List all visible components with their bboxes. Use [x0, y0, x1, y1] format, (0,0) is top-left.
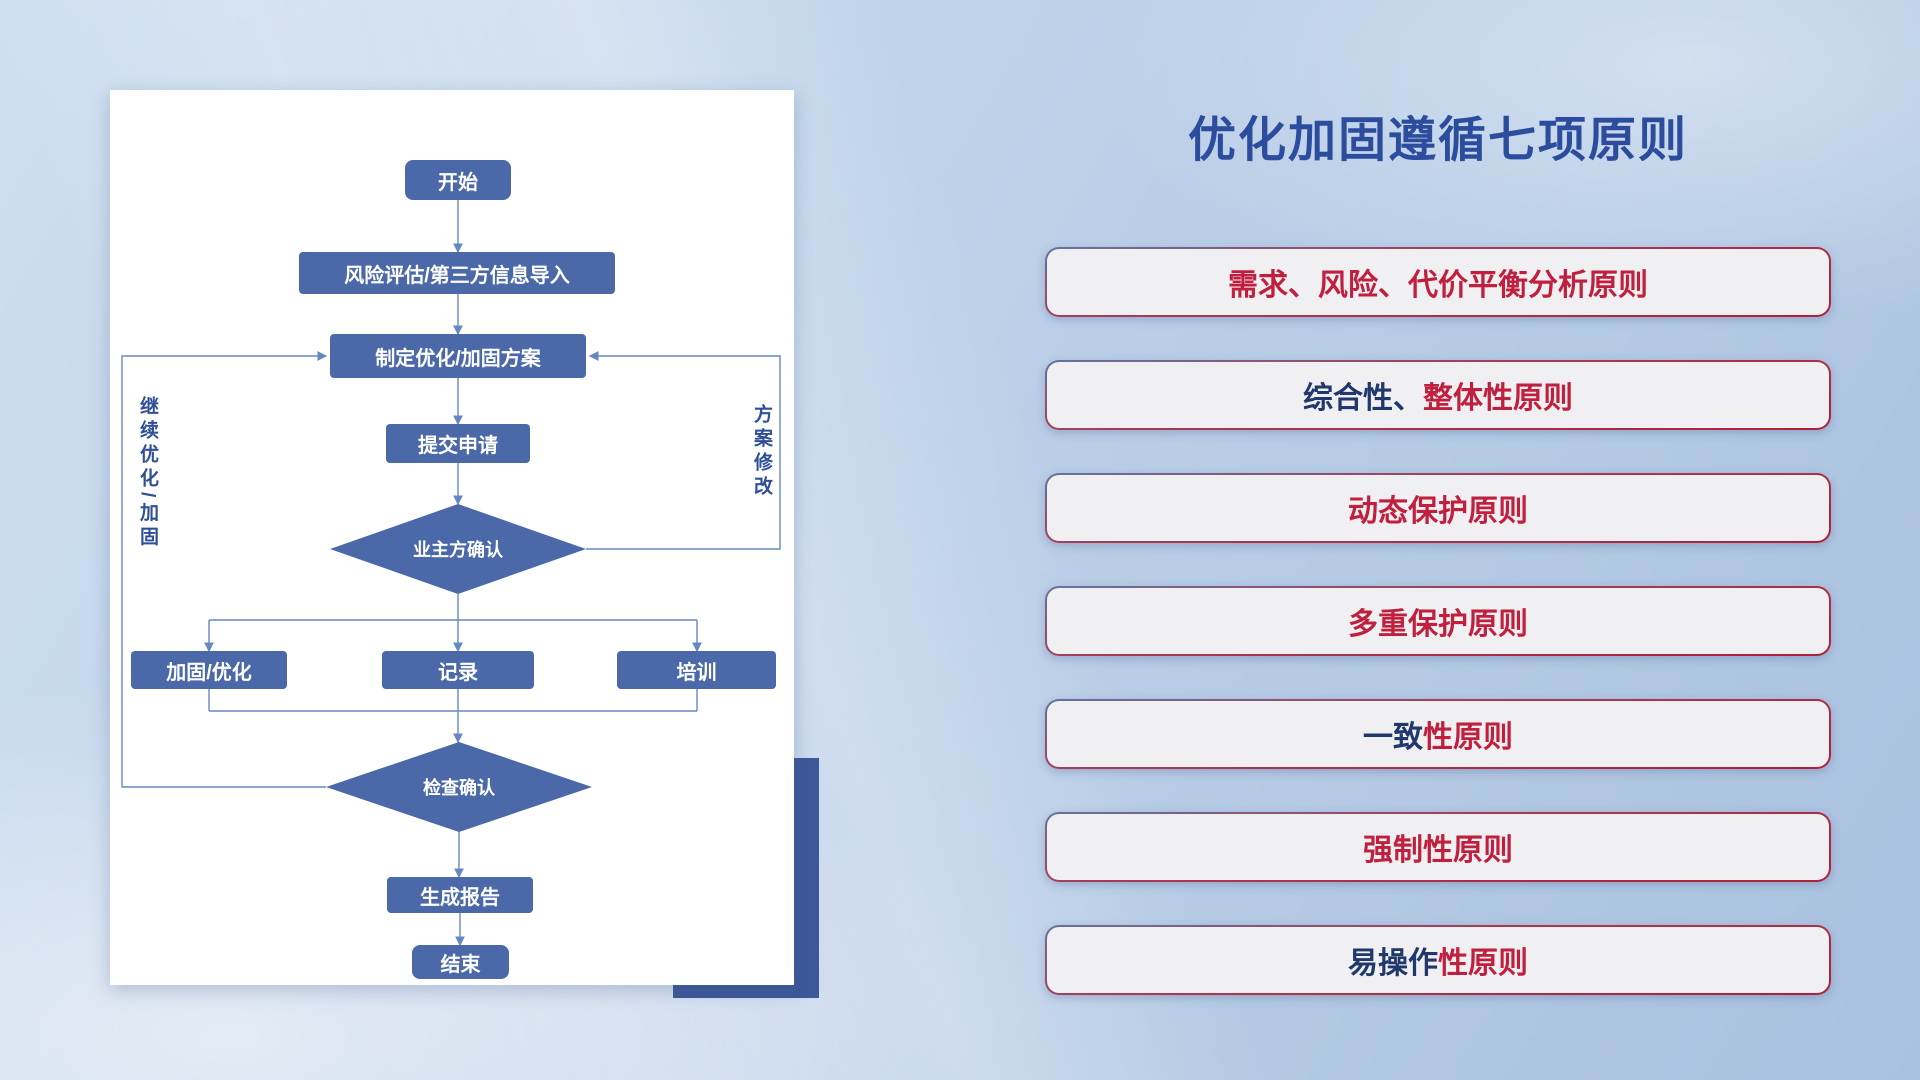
principle-text-6: 强制性原则	[1047, 814, 1829, 880]
page-title: 优化加固遵循七项原则	[1187, 114, 1688, 167]
flow-node-record: 记录	[382, 651, 534, 689]
connector-lines	[121, 200, 781, 947]
principles-list: 需求、风险、代价平衡分析原则 综合性、整体性原则 动态保护原则 多重保护原则 一…	[1045, 247, 1831, 995]
principle-5-navy-segment: 一致	[1363, 721, 1423, 754]
loop-label-continue-optimize: 继续优化/加固	[137, 396, 158, 551]
principle-box-7: 易操作性原则	[1045, 925, 1831, 995]
principle-7-navy-segment: 易操作	[1348, 947, 1438, 980]
plan-revision-loop-line	[586, 351, 781, 550]
flow-node-generate-report: 生成报告	[387, 877, 533, 913]
flowchart-card: 开始 风险评估/第三方信息导入 制定优化/加固方案 提交申请 业主方确认 加固/…	[110, 90, 794, 985]
principle-box-2: 综合性、整体性原则	[1045, 360, 1831, 430]
flow-node-risk-assessment: 风险评估/第三方信息导入	[299, 252, 615, 294]
flow-node-make-plan: 制定优化/加固方案	[330, 334, 586, 378]
principle-box-5: 一致性原则	[1045, 699, 1831, 769]
principle-text-2: 综合性、整体性原则	[1047, 362, 1829, 428]
flow-node-end: 结束	[412, 945, 509, 979]
principle-box-6: 强制性原则	[1045, 812, 1831, 882]
flowchart-connectors	[121, 200, 781, 947]
flow-node-reinforce-optimize: 加固/优化	[131, 651, 287, 689]
principle-box-3: 动态保护原则	[1045, 473, 1831, 543]
principle-3-red-segment: 动态保护原则	[1348, 495, 1528, 528]
flow-node-training: 培训	[617, 651, 776, 689]
principle-text-3: 动态保护原则	[1047, 475, 1829, 541]
flow-node-check-confirm-label: 检查确认	[423, 778, 495, 798]
principle-1-red-segment: 需求、风险、代价平衡分析原则	[1228, 269, 1648, 302]
flow-node-owner-confirm-label: 业主方确认	[413, 540, 503, 560]
continue-optimize-loop-line	[121, 351, 328, 788]
principle-5-red-segment: 性原则	[1423, 721, 1513, 754]
principle-2-red-segment: 整体性原则	[1423, 382, 1573, 415]
owner-confirm-diamond	[330, 504, 586, 594]
principle-text-1: 需求、风险、代价平衡分析原则	[1047, 249, 1829, 315]
principle-6-red-segment: 强制性原则	[1363, 834, 1513, 867]
principle-box-4: 多重保护原则	[1045, 586, 1831, 656]
principle-text-7: 易操作性原则	[1047, 927, 1829, 993]
principle-7-red-segment: 性原则	[1438, 947, 1528, 980]
flow-node-start: 开始	[405, 160, 511, 200]
check-confirm-diamond	[326, 742, 592, 832]
loop-label-plan-revision: 方案修改	[751, 404, 772, 500]
principle-box-1: 需求、风险、代价平衡分析原则	[1045, 247, 1831, 317]
principle-4-red-segment: 多重保护原则	[1348, 608, 1528, 641]
principle-text-5: 一致性原则	[1047, 701, 1829, 767]
principle-2-navy-segment: 综合性、	[1303, 382, 1423, 415]
principle-text-4: 多重保护原则	[1047, 588, 1829, 654]
flow-node-submit-request: 提交申请	[386, 424, 530, 463]
